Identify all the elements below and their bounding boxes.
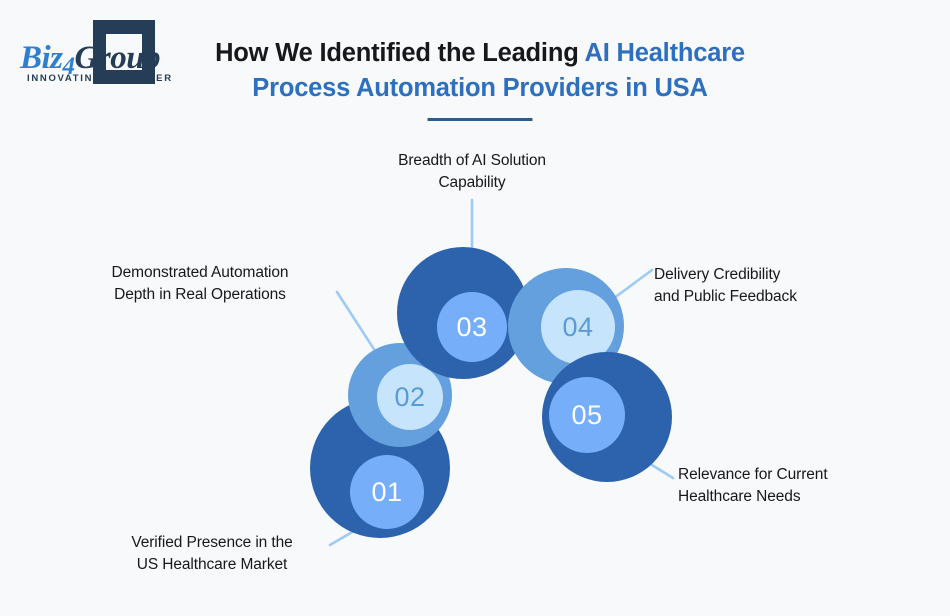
node-label-05: Relevance for Current Healthcare Needs bbox=[678, 466, 828, 505]
logo-tagline: INNOVATING TOGETHER bbox=[27, 73, 173, 84]
node-number-03: 03 bbox=[456, 312, 487, 342]
logo-text-group: Group bbox=[74, 40, 161, 76]
circle-node-05[interactable]: 05 bbox=[542, 352, 672, 482]
node-inner-circle-01 bbox=[350, 455, 424, 529]
title-line-1: How We Identified the Leading AI Healthc… bbox=[200, 36, 760, 71]
title-accent-text-1: AI Healthcare bbox=[584, 39, 746, 67]
title-line-2: Process Automation Providers in USA bbox=[252, 74, 708, 102]
logo-wordmark: Biz4Group bbox=[20, 40, 161, 80]
node-inner-circle-05 bbox=[549, 377, 625, 453]
node-number-04: 04 bbox=[562, 312, 593, 342]
circle-nodes-group: 01 02 03 04 05 bbox=[310, 247, 672, 538]
circle-node-03[interactable]: 03 bbox=[397, 247, 529, 379]
page-title: How We Identified the Leading AI Healthc… bbox=[200, 36, 760, 121]
node-label-01: Verified Presence in the US Healthcare M… bbox=[131, 534, 293, 573]
title-plain-text: How We Identified the Leading bbox=[215, 39, 585, 67]
node-number-01: 01 bbox=[371, 477, 402, 507]
node-number-02: 02 bbox=[394, 382, 425, 412]
logo-bracket-notch bbox=[106, 34, 142, 70]
node-number-05: 05 bbox=[571, 400, 602, 430]
node-label-03: Breadth of AI Solution Capability bbox=[398, 152, 546, 191]
logo-text-four: 4 bbox=[62, 53, 76, 80]
logo-text-biz: Biz bbox=[20, 40, 63, 76]
node-inner-circle-03 bbox=[437, 292, 507, 362]
node-label-04: Delivery Credibility and Public Feedback bbox=[654, 266, 797, 305]
node-inner-circle-02 bbox=[377, 364, 443, 430]
brand-logo[interactable]: Biz4Group INNOVATING TOGETHER bbox=[18, 20, 183, 92]
node-label-02: Demonstrated Automation Depth in Real Op… bbox=[111, 264, 289, 303]
node-inner-circle-04 bbox=[541, 290, 615, 364]
title-divider-rule bbox=[427, 118, 533, 121]
circle-node-02[interactable]: 02 bbox=[348, 343, 452, 447]
